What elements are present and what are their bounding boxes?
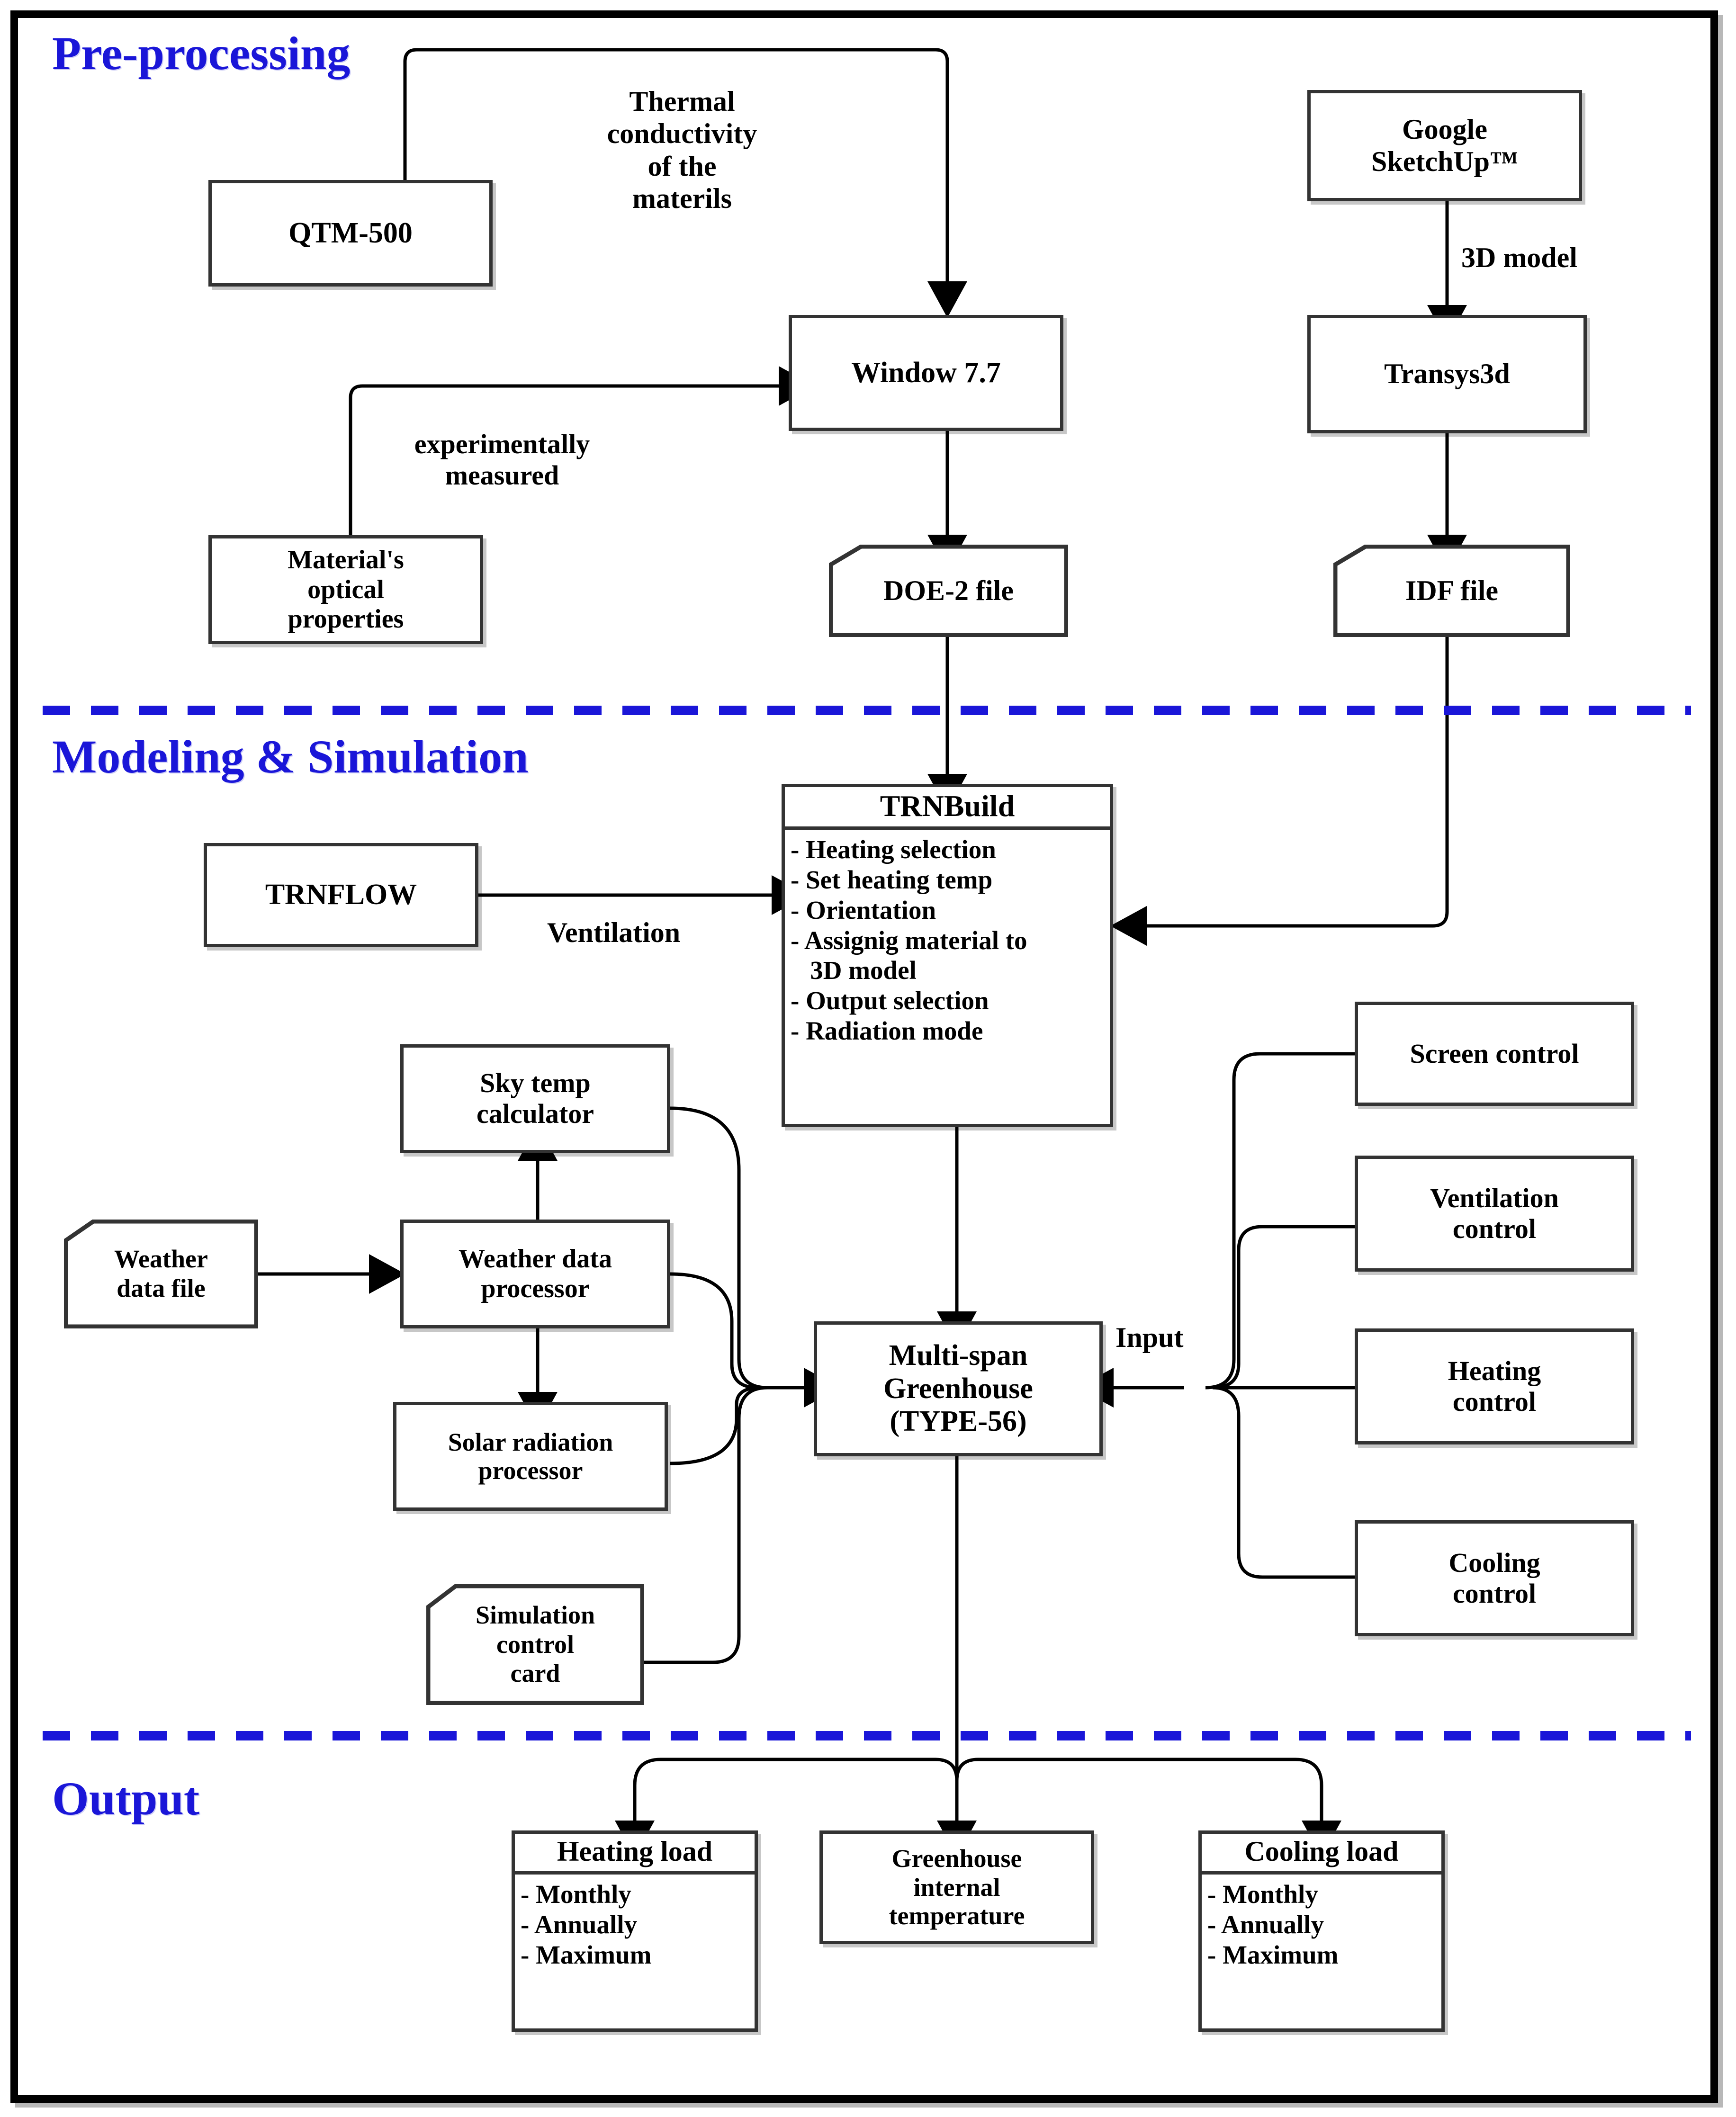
node-trnbuild-items: - Heating selection - Set heating temp -… [785,830,1110,1124]
edge-label-input: Input [1115,1322,1184,1353]
node-transys3d[interactable]: Transys3d [1307,315,1587,433]
edge-label-3d-model: 3D model [1461,242,1577,273]
node-doe-2-file[interactable]: DOE-2 file [829,545,1068,637]
node-trnflow[interactable]: TRNFLOW [204,843,478,947]
node-screen-control[interactable]: Screen control [1355,1002,1634,1106]
node-trnflow-label: TRNFLOW [265,879,417,911]
node-window-7-7[interactable]: Window 7.7 [789,315,1063,431]
weather-data-file-shape [64,1220,258,1328]
node-material-optical-properties-label: Material's optical properties [288,545,404,634]
node-trnbuild[interactable]: TRNBuild - Heating selection - Set heati… [782,784,1113,1127]
simulation-control-card-shape [426,1584,644,1705]
node-qtm-500[interactable]: QTM-500 [208,180,493,287]
node-cooling-load-items: - Monthly - Annually - Maximum [1202,1875,1441,2028]
node-google-sketchup-label: Google SketchUp™ [1371,114,1519,177]
node-screen-control-label: Screen control [1410,1038,1579,1069]
node-multi-span-greenhouse-label: Multi-span Greenhouse (TYPE-56) [883,1339,1033,1438]
node-solar-radiation-processor-label: Solar radiation processor [448,1427,613,1485]
node-greenhouse-internal-temperature-label: Greenhouse internal temperature [889,1844,1025,1930]
node-weather-data-processor-label: Weather data processor [458,1244,612,1303]
node-heating-load-items: - Monthly - Annually - Maximum [515,1875,755,2028]
heating-load-item: - Annually [521,1910,638,1939]
trnbuild-item: - Orientation [791,895,936,924]
node-google-sketchup[interactable]: Google SketchUp™ [1307,90,1582,201]
node-doe-2-file-label: DOE-2 file [883,575,1014,607]
section-label-modeling-simulation: Modeling & Simulation [52,730,529,783]
node-sky-temp-calculator-label: Sky temp calculator [476,1067,594,1129]
node-heating-load[interactable]: Heating load - Monthly - Annually - Maxi… [512,1830,758,2032]
node-trnbuild-title: TRNBuild [785,787,1110,830]
diagram-outer-frame [10,10,1718,2103]
doe-2-file-shape [829,545,1068,637]
node-sky-temp-calculator[interactable]: Sky temp calculator [400,1044,670,1153]
trnbuild-item: - Radiation mode [791,1016,983,1045]
node-heating-load-title: Heating load [515,1834,755,1875]
node-solar-radiation-processor[interactable]: Solar radiation processor [393,1402,668,1511]
node-idf-file[interactable]: IDF file [1333,545,1570,637]
node-multi-span-greenhouse[interactable]: Multi-span Greenhouse (TYPE-56) [814,1321,1103,1456]
cooling-load-item: - Monthly [1207,1880,1318,1909]
node-window-7-7-label: Window 7.7 [851,356,1001,389]
edge-label-experimentally-measured: experimentally measured [414,429,590,491]
heating-load-item: - Maximum [521,1940,652,1969]
node-material-optical-properties[interactable]: Material's optical properties [208,535,483,644]
node-simulation-control-card[interactable]: Simulation control card [426,1584,644,1705]
node-heating-control-label: Heating control [1448,1355,1541,1417]
node-simulation-control-card-label: Simulation control card [475,1601,595,1688]
node-ventilation-control-label: Ventilation control [1430,1182,1559,1244]
node-weather-data-file-label: Weather data file [114,1245,208,1302]
trnbuild-item: - Set heating temp [791,865,993,894]
node-cooling-control-label: Cooling control [1448,1547,1540,1609]
trnbuild-item: - Heating selection [791,835,996,864]
heating-load-item: - Monthly [521,1880,631,1909]
section-label-pre-processing: Pre-processing [52,27,351,80]
node-weather-data-processor[interactable]: Weather data processor [400,1220,670,1328]
node-transys3d-label: Transys3d [1384,358,1510,390]
trnbuild-item: - Assignig material to [791,925,1027,955]
node-idf-file-label: IDF file [1405,575,1499,607]
idf-file-shape [1333,545,1570,637]
trnbuild-item: 3D model [791,956,917,985]
node-cooling-control[interactable]: Cooling control [1355,1520,1634,1636]
node-cooling-load-title: Cooling load [1202,1834,1441,1875]
node-greenhouse-internal-temperature[interactable]: Greenhouse internal temperature [819,1830,1094,1944]
node-cooling-load[interactable]: Cooling load - Monthly - Annually - Maxi… [1198,1830,1445,2032]
section-label-output: Output [52,1772,200,1825]
cooling-load-item: - Maximum [1207,1940,1339,1969]
edge-label-ventilation: Ventilation [547,917,681,948]
node-qtm-500-label: QTM-500 [288,216,413,249]
node-ventilation-control[interactable]: Ventilation control [1355,1156,1634,1272]
trnbuild-item: - Output selection [791,986,989,1015]
edge-label-thermal-conductivity: Thermal conductivity of the materils [607,86,757,215]
node-weather-data-file[interactable]: Weather data file [64,1220,258,1328]
node-heating-control[interactable]: Heating control [1355,1328,1634,1444]
cooling-load-item: - Annually [1207,1910,1324,1939]
